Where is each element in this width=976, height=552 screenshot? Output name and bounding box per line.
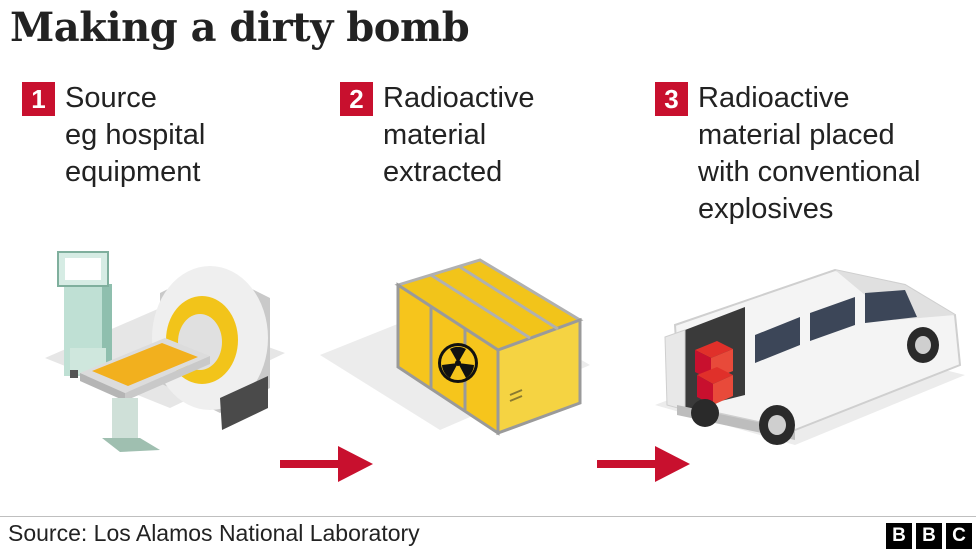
footer-divider (0, 516, 976, 517)
step-number-badge: 3 (655, 82, 688, 116)
radioactive-container-icon (320, 258, 590, 436)
mri-scanner-icon (45, 251, 285, 452)
step-number-badge: 2 (340, 82, 373, 116)
logo-letter: B (916, 523, 942, 549)
arrow-right-icon (280, 446, 373, 482)
step-number-badge: 1 (22, 82, 55, 116)
van-with-explosives-icon (655, 268, 965, 445)
step-label: Source eg hospital equipment (65, 82, 206, 188)
step-label: Radioactive material extracted (383, 82, 535, 188)
step-2: 2 Radioactive material extracted (340, 80, 535, 191)
page-title: Making a dirty bomb (10, 4, 470, 51)
step-1: 1 Source eg hospital equipment (22, 80, 205, 191)
step-label: Radioactive material placed with convent… (698, 82, 921, 225)
logo-letter: C (946, 523, 972, 549)
arrow-right-icon (597, 446, 690, 482)
logo-letter: B (886, 523, 912, 549)
bbc-logo: B B C (886, 523, 972, 549)
step-3: 3 Radioactive material placed with conve… (655, 80, 920, 228)
source-credit: Source: Los Alamos National Laboratory (8, 520, 420, 546)
